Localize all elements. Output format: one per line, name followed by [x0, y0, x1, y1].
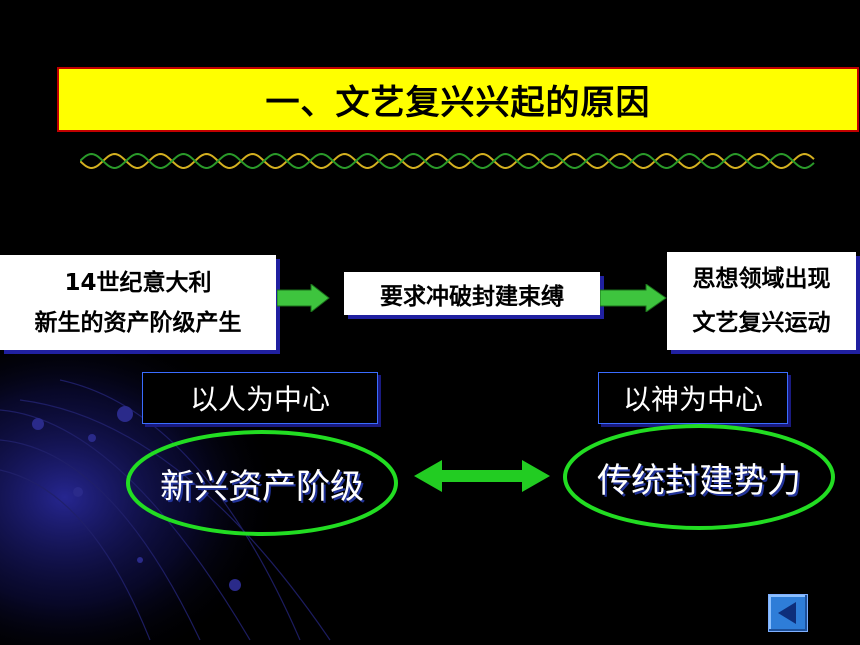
- right-arrow-icon: [600, 284, 667, 312]
- right-oval-text: 传统封建势力: [597, 460, 801, 501]
- back-button[interactable]: [768, 594, 808, 632]
- page-title: 一、文艺复兴兴起的原因: [57, 67, 859, 132]
- right-label: 以神为中心: [598, 372, 788, 424]
- right-label-text: 以神为中心: [622, 383, 763, 416]
- back-triangle-icon: [778, 602, 796, 624]
- cause-box: 14世纪意大利 新生的资产阶级产生: [0, 255, 276, 350]
- rope-divider: [80, 153, 815, 169]
- cause-line-1: 14世纪意大利: [64, 269, 212, 296]
- left-label-text: 以人为中心: [189, 383, 330, 416]
- double-arrow-icon: [414, 460, 550, 492]
- result-line-1: 思想领域出现: [692, 266, 831, 292]
- demand-text: 要求冲破封建束缚: [380, 283, 564, 310]
- left-oval-text: 新兴资产阶级: [160, 466, 364, 507]
- demand-box: 要求冲破封建束缚: [344, 272, 600, 315]
- result-box: 思想领域出现 文艺复兴运动: [667, 252, 856, 350]
- result-line-2: 文艺复兴运动: [692, 310, 831, 336]
- left-label: 以人为中心: [142, 372, 378, 424]
- right-oval: [563, 424, 835, 530]
- cause-line-2: 新生的资产阶级产生: [34, 309, 242, 336]
- right-arrow-icon: [277, 284, 330, 312]
- left-oval: [126, 430, 398, 536]
